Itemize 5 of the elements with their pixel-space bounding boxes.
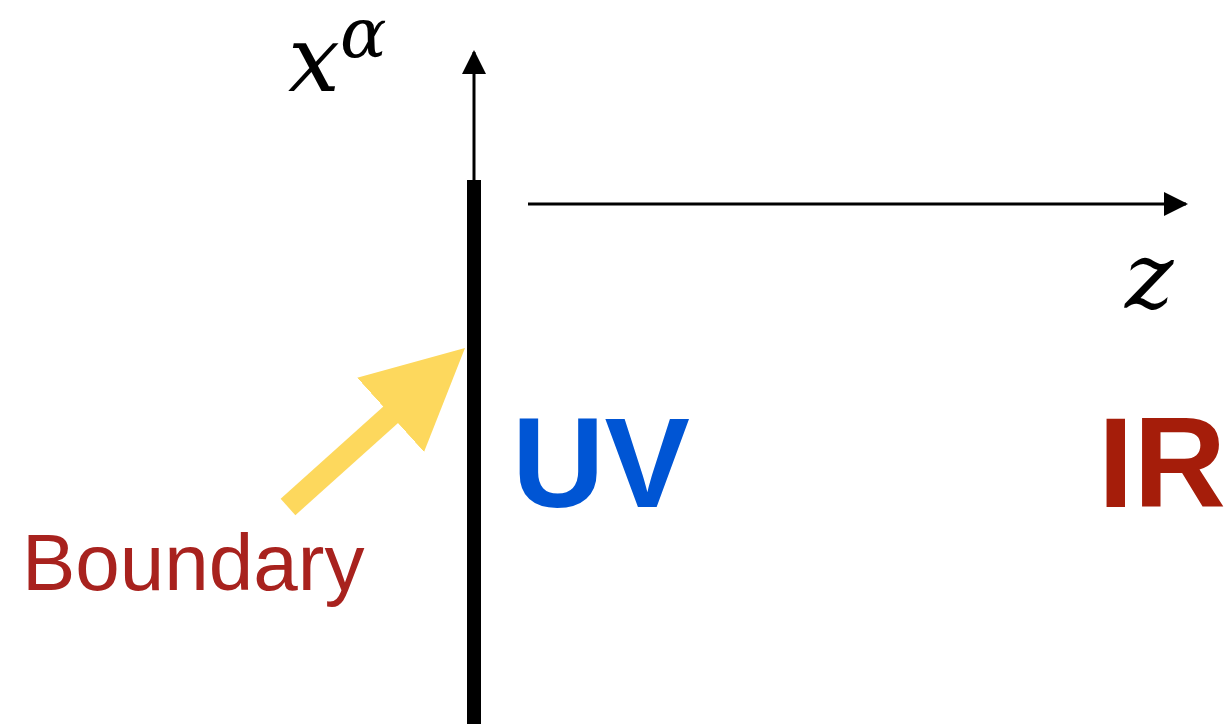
- region-label: IR: [1098, 398, 1226, 528]
- boundary-label: Boundary: [22, 515, 447, 610]
- axis-label: x$^{α}$: [288, 0, 387, 115]
- region-label: UV: [512, 398, 690, 528]
- axis-label: z: [1125, 222, 1174, 332]
